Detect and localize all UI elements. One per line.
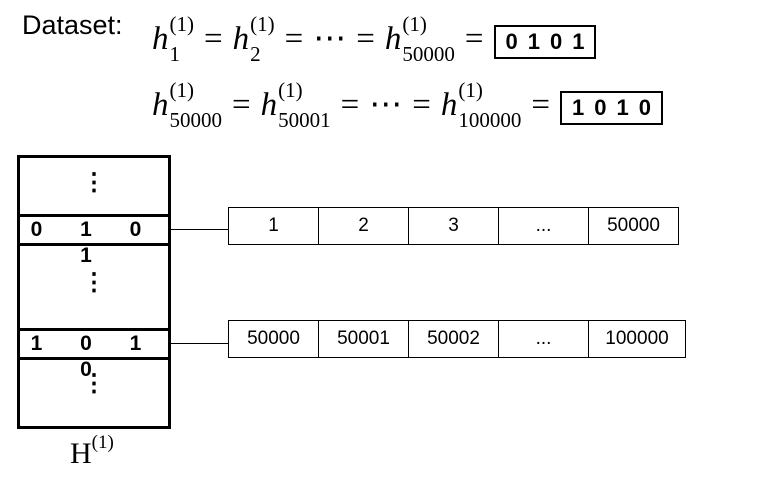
dataset-label: Dataset: [22, 10, 123, 40]
list-item: ... [499, 208, 589, 244]
list-item: 50001 [319, 321, 409, 357]
vertical-ellipsis: ⋮ [82, 169, 106, 196]
term-h50000: h (1)50000 [152, 78, 222, 132]
list-item: 1 [229, 208, 319, 244]
table-label: H(1) [70, 432, 114, 470]
equation-row-2: h (1)50000 = h (1)50001 = ⋯ = h (1)10000… [152, 78, 663, 141]
code-box-0101: 0101 [493, 25, 597, 59]
list-item: 50000 [229, 321, 319, 357]
term-h2: h (1)2 [232, 12, 275, 66]
list-item: 2 [319, 208, 409, 244]
term-h100000: h (1)100000 [440, 78, 522, 132]
term-h1: h (1)1 [152, 12, 194, 66]
equation-row-1: h (1)1 = h (1)2 = ⋯ = h (1)50000 = 0101 [152, 12, 597, 75]
list-item: 100000 [605, 328, 669, 349]
table-row-1010: 1 0 1 0 [20, 328, 168, 381]
list-item: 3 [409, 208, 499, 244]
code-box-1010: 1010 [560, 91, 663, 125]
list-item: 50002 [409, 321, 499, 357]
connector-line-1 [168, 229, 228, 230]
vertical-ellipsis: ⋮ [82, 269, 106, 296]
index-list-2: 50000 50001 50002 ... 100000 [228, 320, 686, 358]
table-row-0101: 0 1 0 1 [20, 214, 168, 267]
ellipsis: ⋯ [369, 87, 403, 123]
list-item: ... [499, 321, 589, 357]
index-list-1: 1 2 3 ... 50000 [228, 207, 679, 245]
vertical-ellipsis: ⋮ [82, 370, 106, 397]
list-item: 50000 [607, 215, 660, 236]
hash-table: ⋮ 0 1 0 1 ⋮ 1 0 1 0 ⋮ [17, 155, 171, 429]
connector-line-2 [168, 343, 228, 344]
ellipsis: ⋯ [313, 21, 347, 57]
term-h50000: h (1)50000 [384, 12, 455, 66]
term-h50001: h (1)50001 [260, 78, 331, 132]
